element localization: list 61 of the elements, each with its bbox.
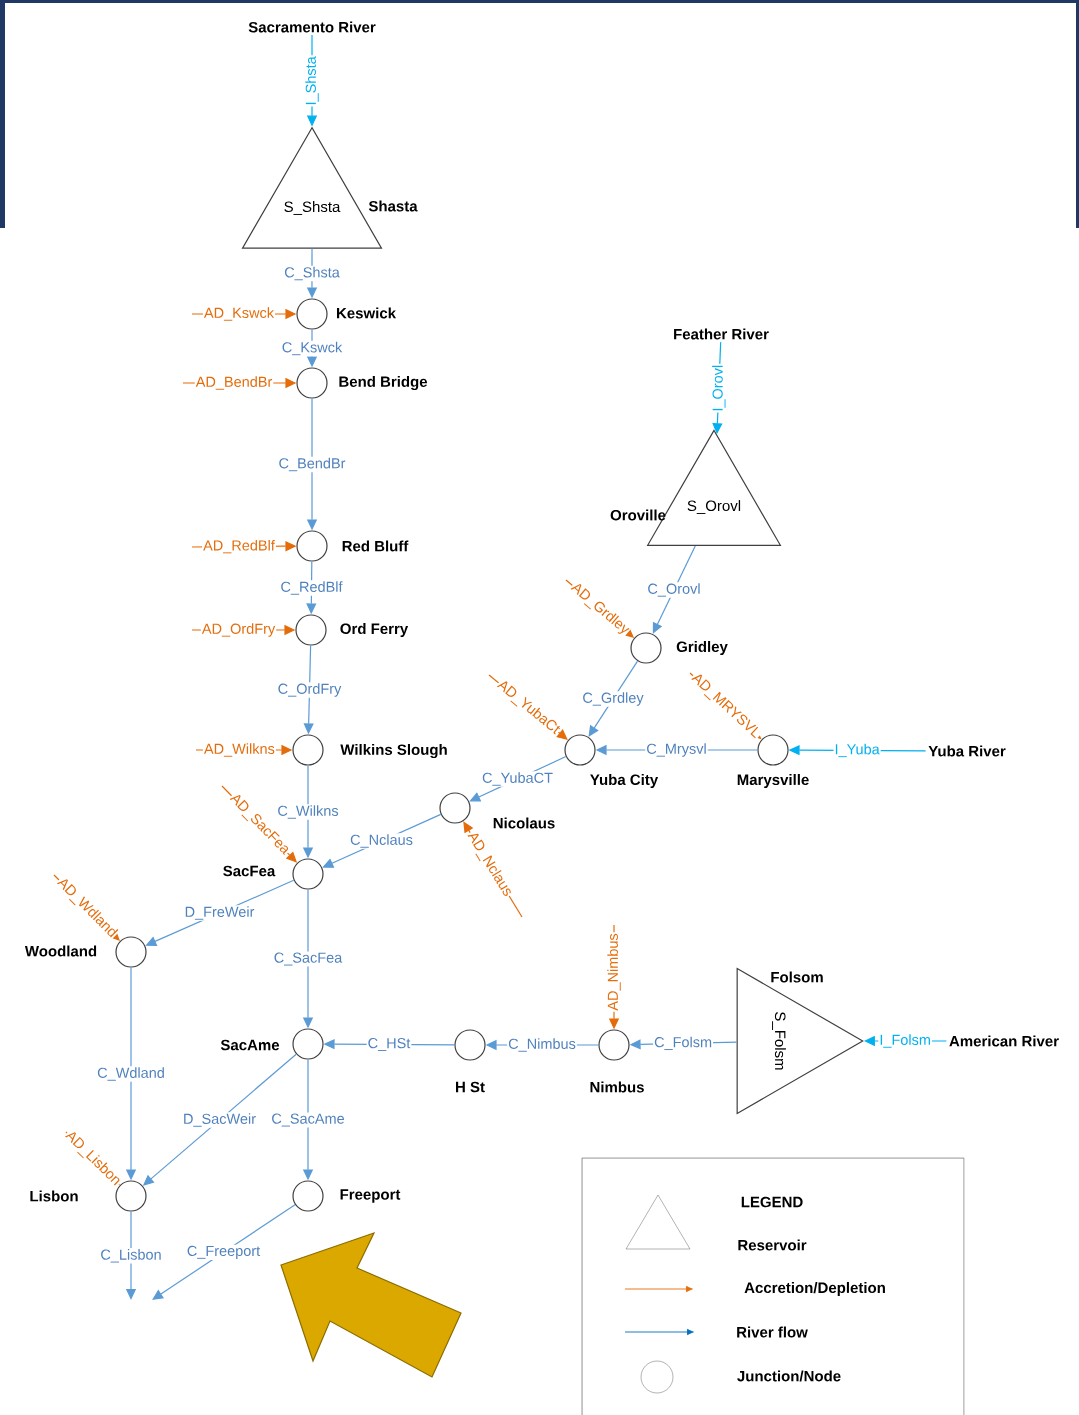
node-name: H St — [456, 1081, 485, 1093]
edge-label: C_OrdFry — [276, 682, 343, 698]
flow-arrow — [152, 1204, 296, 1300]
flow-arrow — [652, 545, 696, 634]
legend-text: Reservoir — [738, 1239, 807, 1251]
node-name: Wilkins Slough — [340, 744, 447, 759]
edge-label: C_HSt — [366, 1037, 412, 1052]
edge-label: C_Freeport — [185, 1244, 262, 1260]
node-name: SacAme — [220, 1039, 280, 1051]
node-name: Keswick — [337, 307, 397, 319]
edge-label: C_RedBlf — [279, 580, 344, 596]
edge-label: C_Nclaus — [349, 833, 414, 849]
river-name: American River — [949, 1035, 1059, 1047]
flow-arrow — [588, 660, 639, 737]
node-name: Lisbon — [30, 1190, 78, 1202]
node-name: Gridley — [676, 641, 728, 655]
edge-label: AD_Wilkns — [202, 742, 276, 758]
edge-label: C_BendBr — [277, 456, 347, 473]
river-name: Sacramento River — [248, 21, 376, 33]
edge-label: AD_Nimbus — [606, 932, 622, 1012]
edge-label: C_Wdland — [96, 1066, 166, 1082]
node-name: Woodland — [24, 945, 97, 957]
node-name: Yuba City — [590, 774, 659, 788]
edge-label: I_Shsta — [304, 55, 320, 107]
node-name: Bend Bridge — [339, 376, 428, 391]
node-name: Folsom — [771, 971, 823, 983]
edge-label: I_Orovl — [711, 363, 727, 413]
edge-label: I_Yuba — [833, 742, 881, 759]
edge-label: C_Nimbus — [507, 1037, 577, 1053]
node-name: Ord Ferry — [340, 623, 409, 637]
edge-label: AD_RedBlf — [202, 538, 276, 555]
edge-label: AD_BendBr — [194, 375, 274, 391]
river-name: Feather River — [674, 328, 769, 340]
edge-label: C_Folsm — [653, 1035, 714, 1052]
node-name: Freeport — [340, 1189, 401, 1203]
node-name: Nicolaus — [493, 817, 555, 829]
node-name: Nimbus — [590, 1081, 644, 1093]
edge-label: C_Kswck — [280, 340, 344, 357]
node-name: Red Bluff — [342, 540, 409, 552]
edge-label: I_Folsm — [878, 1033, 932, 1049]
edge-label: AD_Kswck — [202, 306, 276, 322]
legend-text: Junction/Node — [737, 1370, 841, 1382]
node-name: SacFea — [223, 865, 276, 877]
edge-label: D_FreWeir — [183, 905, 256, 921]
edge-label: C_Orovl — [646, 582, 702, 598]
edge-label: C_Mrysvl — [645, 742, 708, 758]
edge-label: C_Grdley — [581, 691, 645, 707]
node-name: Oroville — [610, 509, 666, 521]
river-name: Yuba River — [928, 745, 1006, 757]
edge-label: D_SacWeir — [181, 1112, 258, 1128]
node-name: Shasta — [368, 200, 418, 212]
edge-label: C_Shsta — [283, 265, 341, 282]
edge-label: C_Lisbon — [99, 1248, 163, 1264]
edge-label: C_SacFea — [272, 951, 344, 967]
edge-label: C_SacAme — [270, 1112, 346, 1128]
edge-label: AD_OrdFry — [200, 622, 277, 638]
edge-label: C_YubaCT — [481, 771, 554, 787]
legend-title: LEGEND — [741, 1196, 803, 1208]
node-name: Marysville — [737, 774, 809, 788]
legend-text: Accretion/Depletion — [744, 1282, 885, 1296]
legend-text: River flow — [737, 1326, 808, 1338]
